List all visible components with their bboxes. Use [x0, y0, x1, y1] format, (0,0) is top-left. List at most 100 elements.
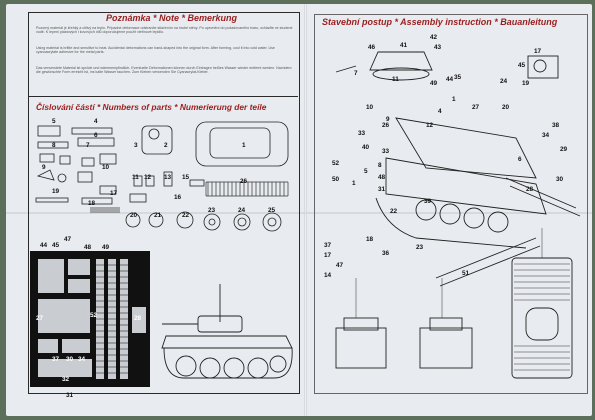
callout-8: 8: [378, 162, 382, 169]
note-title: Poznámka * Note * Bemerkung: [106, 13, 238, 23]
part-label-23: 23: [208, 207, 216, 214]
instruction-sheet: Poznámka * Note * Bemerkung Pozorný mate…: [6, 4, 592, 416]
callout-22: 22: [390, 208, 398, 215]
pe-label-48: 48: [84, 244, 92, 251]
pe-label-52: 52: [90, 312, 98, 319]
callout-18: 18: [366, 236, 374, 243]
part-label-7: 7: [86, 142, 90, 149]
part-label-10: 10: [102, 164, 110, 171]
callout-37: 37: [324, 242, 332, 249]
pe-label-37: 37: [52, 356, 60, 363]
part-label-18: 18: [88, 200, 96, 207]
parts-drawings: [35, 121, 289, 232]
right-page-frame: [314, 14, 588, 394]
pe-label-45: 45: [52, 242, 60, 249]
part-label-16: 16: [174, 194, 182, 201]
callout-1b: 1: [352, 180, 356, 187]
part-label-11: 11: [132, 174, 139, 181]
callout-26: 26: [382, 122, 390, 129]
callout-33b: 33: [382, 148, 390, 155]
callout-31: 31: [378, 186, 386, 193]
pe-label-27: 27: [36, 315, 44, 322]
pe-label-28: 28: [134, 315, 142, 322]
parts-title: Číslování částí * Numbers of parts * Num…: [36, 102, 267, 112]
pe-label-31: 31: [66, 392, 74, 399]
part-label-8: 8: [52, 142, 56, 149]
part-label-5: 5: [52, 118, 56, 125]
callout-47: 47: [336, 262, 344, 269]
assembly-diagram: [335, 51, 581, 379]
callout-50: 50: [332, 176, 340, 183]
pe-label-49: 49: [102, 244, 110, 251]
callout-7: 7: [354, 70, 358, 77]
part-label-6: 6: [94, 132, 98, 139]
part-label-1: 1: [242, 142, 246, 149]
callout-51: 51: [462, 270, 470, 277]
part-label-3: 3: [134, 142, 138, 149]
photo-etch-fret: [30, 251, 150, 387]
callout-5: 5: [364, 168, 368, 175]
callout-27: 27: [472, 104, 480, 111]
callout-46: 46: [368, 44, 376, 51]
pe-label-44: 44: [40, 242, 48, 249]
pe-label-30: 30: [66, 356, 74, 363]
callout-24: 24: [500, 78, 508, 85]
callout-34: 34: [542, 132, 550, 139]
callout-41: 41: [400, 42, 408, 49]
callout-28: 28: [526, 186, 534, 193]
left-page-frame: [28, 12, 300, 394]
center-fold: [304, 4, 307, 416]
note-divider: [28, 96, 298, 97]
part-label-20: 20: [130, 212, 138, 219]
callout-10: 10: [366, 104, 374, 111]
part-label-2: 2: [164, 142, 168, 149]
note-paragraph-cz: Pozorný materiál je křehký a citlivý na …: [36, 26, 293, 35]
callout-1: 1: [452, 96, 456, 103]
part-label-19: 19: [52, 188, 60, 195]
callout-17b: 17: [324, 252, 332, 259]
part-label-9: 9: [42, 164, 46, 171]
part-label-4: 4: [94, 118, 98, 125]
assembly-title: Stavební postup * Assembly instruction *…: [322, 17, 558, 27]
callout-39: 39: [424, 198, 432, 205]
callout-12: 12: [426, 122, 434, 129]
pe-label-47: 47: [64, 236, 72, 243]
callout-45: 45: [518, 62, 526, 69]
note-paragraph-en: Using material is brittle and sensitive …: [36, 46, 275, 55]
callout-52: 52: [332, 160, 340, 167]
part-label-12: 12: [144, 174, 152, 181]
part-label-25: 25: [268, 207, 276, 214]
callout-38: 38: [552, 122, 560, 129]
part-label-13: 13: [164, 174, 172, 181]
tank-side-profile: [161, 284, 293, 379]
callout-11: 11: [392, 76, 399, 83]
part-label-21: 21: [154, 212, 162, 219]
callout-30: 30: [556, 176, 564, 183]
part-label-22: 22: [182, 212, 190, 219]
callout-17: 17: [534, 48, 542, 55]
callout-20: 20: [502, 104, 510, 111]
callout-4: 4: [438, 108, 442, 115]
pe-label-32: 32: [62, 376, 70, 383]
callout-49: 49: [430, 80, 438, 87]
callout-36: 36: [382, 250, 390, 257]
part-label-17: 17: [110, 190, 118, 197]
callout-35: 35: [454, 74, 462, 81]
part-label-15: 15: [182, 174, 190, 181]
callout-48: 48: [378, 174, 386, 181]
callout-29: 29: [560, 146, 568, 153]
callout-6: 6: [518, 156, 522, 163]
callout-14: 14: [324, 272, 332, 279]
callout-40: 40: [362, 144, 370, 151]
part-label-26: 26: [240, 178, 248, 185]
note-paragraph-de: Das verwendete Material ist spröde und w…: [36, 66, 292, 75]
callout-43: 43: [434, 44, 442, 51]
callout-23: 23: [416, 244, 424, 251]
callout-19: 19: [522, 80, 530, 87]
callout-33: 33: [358, 130, 366, 137]
pe-label-34: 34: [78, 356, 86, 363]
callout-9: 9: [386, 116, 390, 123]
part-label-24: 24: [238, 207, 246, 214]
callout-42: 42: [430, 34, 438, 41]
callout-44: 44: [446, 76, 454, 83]
